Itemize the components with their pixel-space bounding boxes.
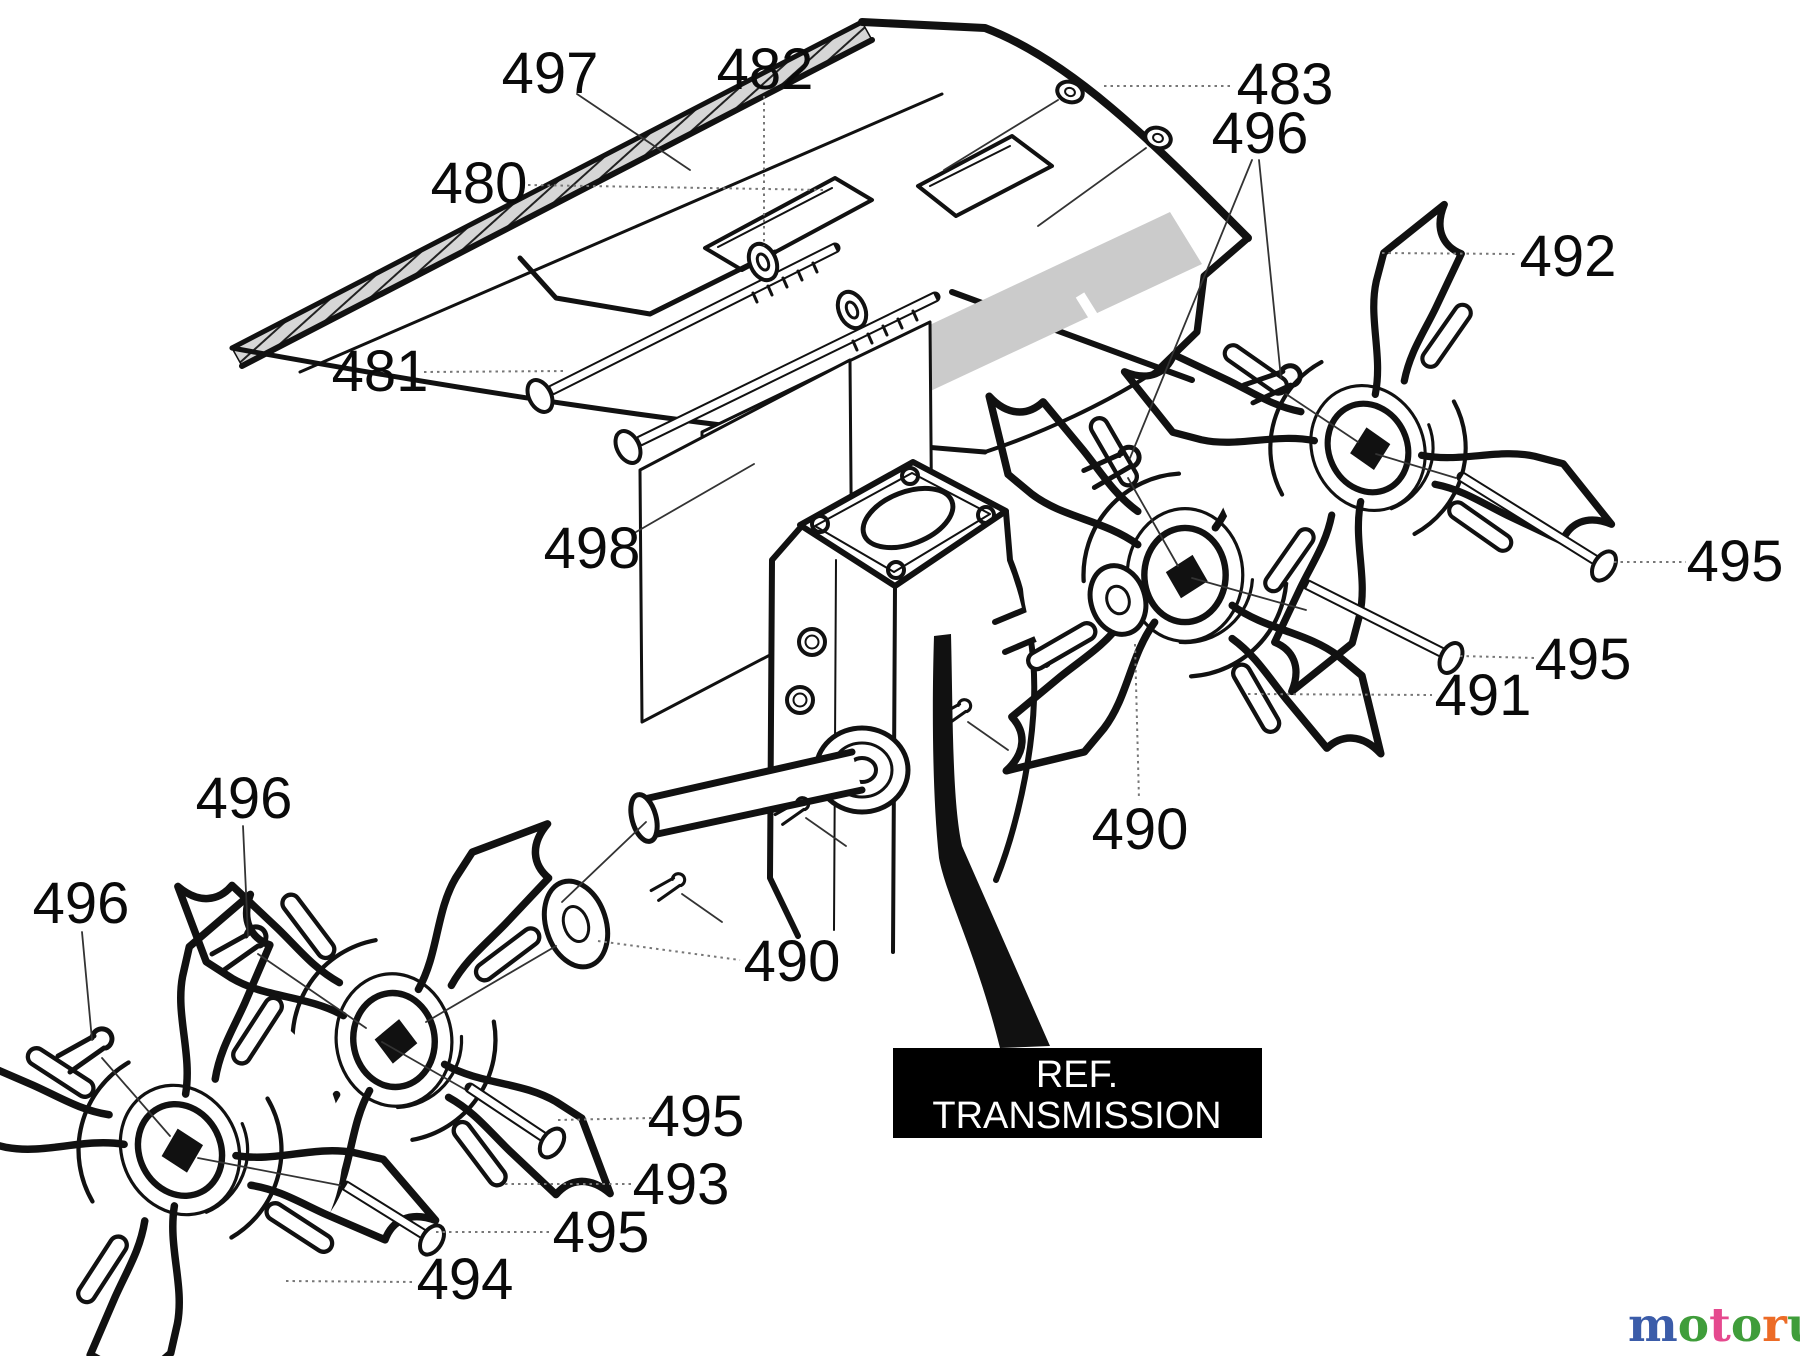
part-label-496-mid-left: 496	[196, 766, 293, 831]
part-label-492: 492	[1520, 224, 1617, 289]
motoruf-logo: motoruf.de	[1628, 1298, 1800, 1353]
part-label-483: 483	[1237, 52, 1334, 117]
washer-482-a	[746, 241, 780, 283]
logo-letter: t	[1709, 1298, 1731, 1353]
part-label-490-right: 490	[1092, 797, 1189, 862]
pin-495-b	[1302, 579, 1465, 675]
part-label-480: 480	[431, 151, 528, 216]
bail-wire	[517, 249, 778, 317]
part-label-490-left: 490	[744, 929, 841, 994]
logo-letter: u	[1787, 1298, 1800, 1353]
hood-cover-480	[229, 18, 1252, 455]
washer-490-left	[541, 878, 611, 970]
bolt-481-b	[613, 291, 941, 465]
grommet-483-a	[1055, 79, 1085, 105]
part-label-493: 493	[633, 1152, 730, 1217]
part-label-496-top-right: 496	[1212, 101, 1309, 166]
part-label-497: 497	[502, 41, 599, 106]
callout-labels: 497 482 480 483 496 492 481 495 498 495 …	[33, 37, 1784, 1312]
mounting-bracket	[703, 134, 1054, 272]
part-label-496-far-left: 496	[33, 871, 130, 936]
part-label-495-right-upper: 495	[1687, 529, 1784, 594]
part-label-482: 482	[717, 37, 814, 102]
transmission-leader	[932, 634, 1050, 1048]
ref-label-line1: REF.	[1036, 1054, 1118, 1096]
ref-label-line2: TRANSMISSION	[932, 1095, 1221, 1137]
grommet-483-b	[1143, 125, 1173, 151]
part-label-495-bottom-upper: 495	[648, 1084, 745, 1149]
logo-letter: m	[1628, 1298, 1678, 1353]
part-label-494: 494	[417, 1247, 514, 1312]
washer-490-right	[1087, 563, 1149, 637]
washer-482-b	[835, 289, 869, 331]
part-label-495-right-lower: 495	[1535, 627, 1632, 692]
part-label-498: 498	[544, 516, 641, 581]
logo-letter: r	[1762, 1298, 1788, 1353]
axle-shaft-left	[628, 748, 866, 844]
bolt-481-a	[525, 242, 841, 414]
part-label-481: 481	[332, 339, 429, 404]
logo-letter: o	[1678, 1298, 1709, 1353]
gearbox-housing	[767, 459, 1048, 970]
pin-495-d	[340, 1180, 446, 1257]
assembly-lines	[101, 393, 1457, 1187]
ref-transmission-box: REF. TRANSMISSION	[893, 1048, 1262, 1138]
pin-495-a	[1456, 471, 1618, 583]
callout-leaders	[81, 85, 1686, 1283]
svg-text:motoruf.de: motoruf.de	[1628, 1298, 1800, 1353]
part-label-495-bottom-lower: 495	[553, 1200, 650, 1265]
pin-495-c	[464, 1082, 567, 1160]
logo-letter: o	[1731, 1298, 1762, 1353]
part-label-491: 491	[1435, 663, 1532, 728]
